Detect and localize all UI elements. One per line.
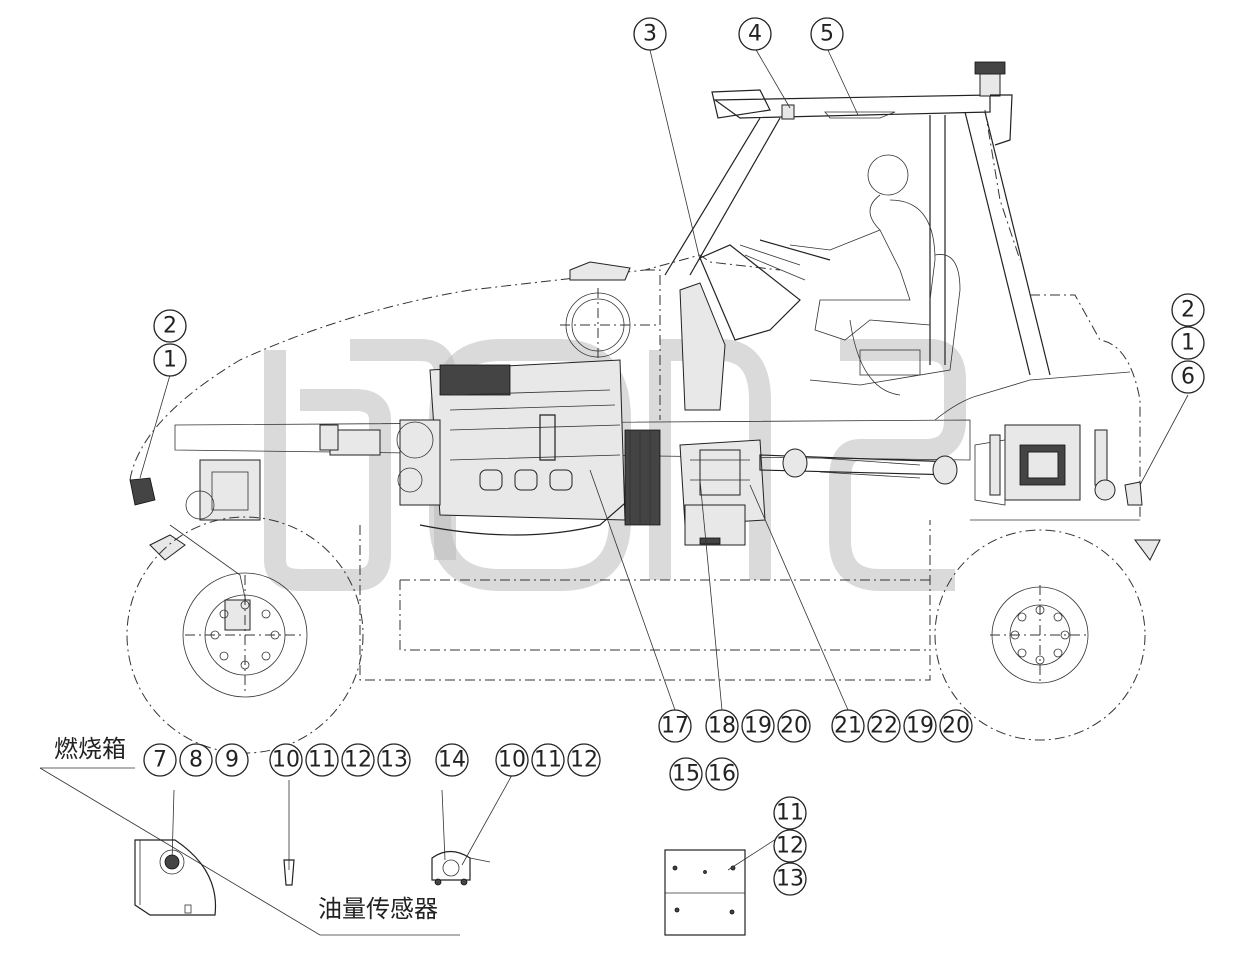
callout-12-a: 12 [341, 743, 375, 777]
svg-text:19: 19 [744, 714, 772, 739]
svg-text:13: 13 [776, 867, 804, 892]
callout-12-c: 12 [773, 829, 807, 863]
callout-10-b: 10 [495, 743, 529, 777]
steering-column [699, 239, 831, 341]
svg-text:15: 15 [672, 762, 700, 787]
rear-wheel [934, 529, 1146, 741]
svg-text:18: 18 [708, 714, 736, 739]
body-outline [129, 254, 1141, 681]
callout-11-c: 11 [773, 796, 807, 830]
callout-13-a: 13 [377, 743, 411, 777]
lamps [129, 477, 1161, 561]
svg-text:2: 2 [163, 314, 177, 339]
air-cleaner [560, 261, 660, 362]
svg-text:9: 9 [225, 748, 239, 773]
svg-text:1: 1 [163, 348, 177, 373]
callout-17: 17 [658, 709, 692, 743]
svg-text:13: 13 [380, 748, 408, 773]
svg-text:10: 10 [272, 748, 300, 773]
svg-text:10: 10 [498, 748, 526, 773]
svg-text:1: 1 [1181, 331, 1195, 356]
callout-7: 7 [143, 743, 177, 777]
drive-shaft [759, 448, 958, 485]
svg-text:11: 11 [776, 801, 804, 826]
callout-21: 21 [831, 709, 865, 743]
callout-15: 15 [669, 757, 703, 791]
leader-lines [39, 47, 1189, 936]
rear-lamp-right [1124, 481, 1143, 506]
callout-4: 4 [738, 17, 772, 51]
front-lamp-left [129, 477, 156, 506]
callout-1-right: 1 [1171, 326, 1205, 360]
svg-text:12: 12 [344, 748, 372, 773]
svg-text:11: 11 [534, 748, 562, 773]
callout-8: 8 [179, 743, 213, 777]
callout-20-a: 20 [777, 709, 811, 743]
fuel-sensor-label: 油量传感器 [318, 895, 438, 923]
mounting-plate-detail [664, 849, 746, 936]
svg-text:21: 21 [834, 714, 862, 739]
callout-19-a: 19 [741, 709, 775, 743]
callout-13-c: 13 [773, 862, 807, 896]
callout-2-right: 2 [1171, 293, 1205, 327]
engine [319, 282, 726, 536]
svg-text:12: 12 [570, 748, 598, 773]
callout-6: 6 [1171, 360, 1205, 394]
svg-text:17: 17 [661, 714, 689, 739]
callout-1-left: 1 [153, 343, 187, 377]
front-wheel [126, 516, 364, 754]
svg-text:8: 8 [189, 748, 203, 773]
callout-19-b: 19 [903, 709, 937, 743]
svg-text:20: 20 [942, 714, 970, 739]
callout-20-b: 20 [939, 709, 973, 743]
callout-22: 22 [867, 709, 901, 743]
svg-text:12: 12 [776, 834, 804, 859]
callout-5: 5 [810, 17, 844, 51]
overhead-guard [664, 61, 1051, 376]
transmission [624, 429, 766, 546]
callout-9: 9 [215, 743, 249, 777]
callout-16: 16 [705, 757, 739, 791]
combustion-box-label: 燃烧箱 [54, 735, 126, 763]
svg-text:3: 3 [643, 22, 657, 47]
callout-10-a: 10 [269, 743, 303, 777]
svg-text:16: 16 [708, 762, 736, 787]
callout-12-b: 12 [567, 743, 601, 777]
svg-text:19: 19 [906, 714, 934, 739]
svg-text:14: 14 [438, 748, 466, 773]
callout-11-b: 11 [531, 743, 565, 777]
rear-axle [974, 424, 1116, 506]
callout-2-left: 2 [153, 309, 187, 343]
front-axle [169, 459, 261, 631]
sensor-detail [283, 850, 491, 886]
callout-18: 18 [705, 709, 739, 743]
operator-and-seat [699, 154, 961, 396]
combustion-box-detail [134, 839, 217, 916]
svg-text:5: 5 [820, 22, 834, 47]
svg-text:22: 22 [870, 714, 898, 739]
callout-11-a: 11 [305, 743, 339, 777]
svg-text:4: 4 [748, 22, 762, 47]
svg-text:6: 6 [1181, 365, 1195, 390]
svg-text:2: 2 [1181, 298, 1195, 323]
callout-3: 3 [633, 17, 667, 51]
svg-text:20: 20 [780, 714, 808, 739]
svg-text:7: 7 [153, 748, 167, 773]
svg-text:11: 11 [308, 748, 336, 773]
callout-14: 14 [435, 743, 469, 777]
